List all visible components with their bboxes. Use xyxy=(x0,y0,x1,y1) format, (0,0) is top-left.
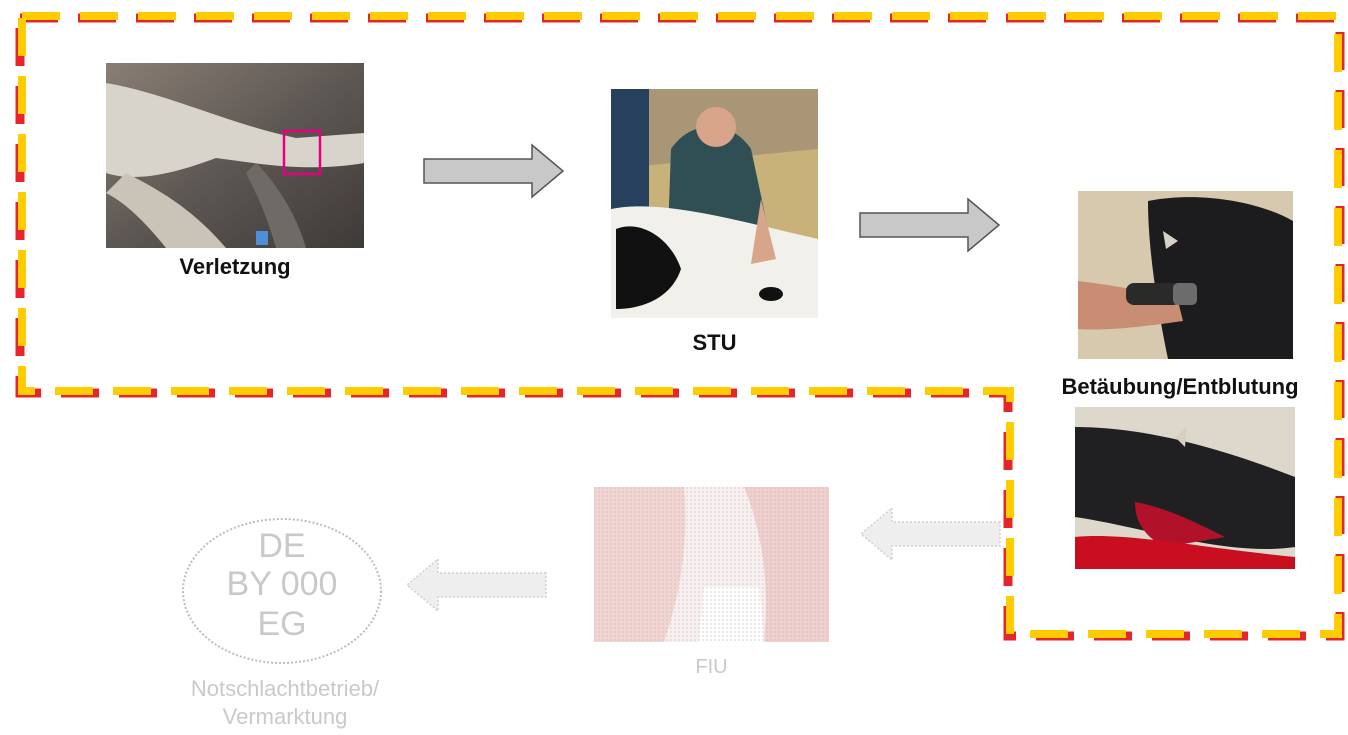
arrow-left-icon xyxy=(405,557,547,613)
arrow-left-icon xyxy=(859,506,1001,562)
vet-photo xyxy=(611,89,818,318)
health-mark-stamp xyxy=(182,518,382,664)
stunning-label: Betäubung/Entblutung xyxy=(1061,374,1299,399)
market-label-line2: Vermarktung xyxy=(222,704,348,729)
market-label-line1: Notschlachtbetrieb/ xyxy=(190,676,380,701)
fiu-photo xyxy=(594,487,829,642)
bleeding-photo xyxy=(1075,407,1295,569)
fiu-label: FIU xyxy=(695,656,728,678)
arrow-right-icon xyxy=(859,197,1001,253)
arrow-right-icon xyxy=(423,143,565,199)
vet-label: STU xyxy=(692,330,737,355)
stunning-photo xyxy=(1078,191,1293,359)
injury-label: Verletzung xyxy=(179,254,291,279)
injury-photo xyxy=(106,63,364,248)
stamp-eg: EG xyxy=(257,605,307,643)
stamp-country: DE xyxy=(258,527,306,565)
stamp-approval-number: BY 000 xyxy=(226,565,338,603)
